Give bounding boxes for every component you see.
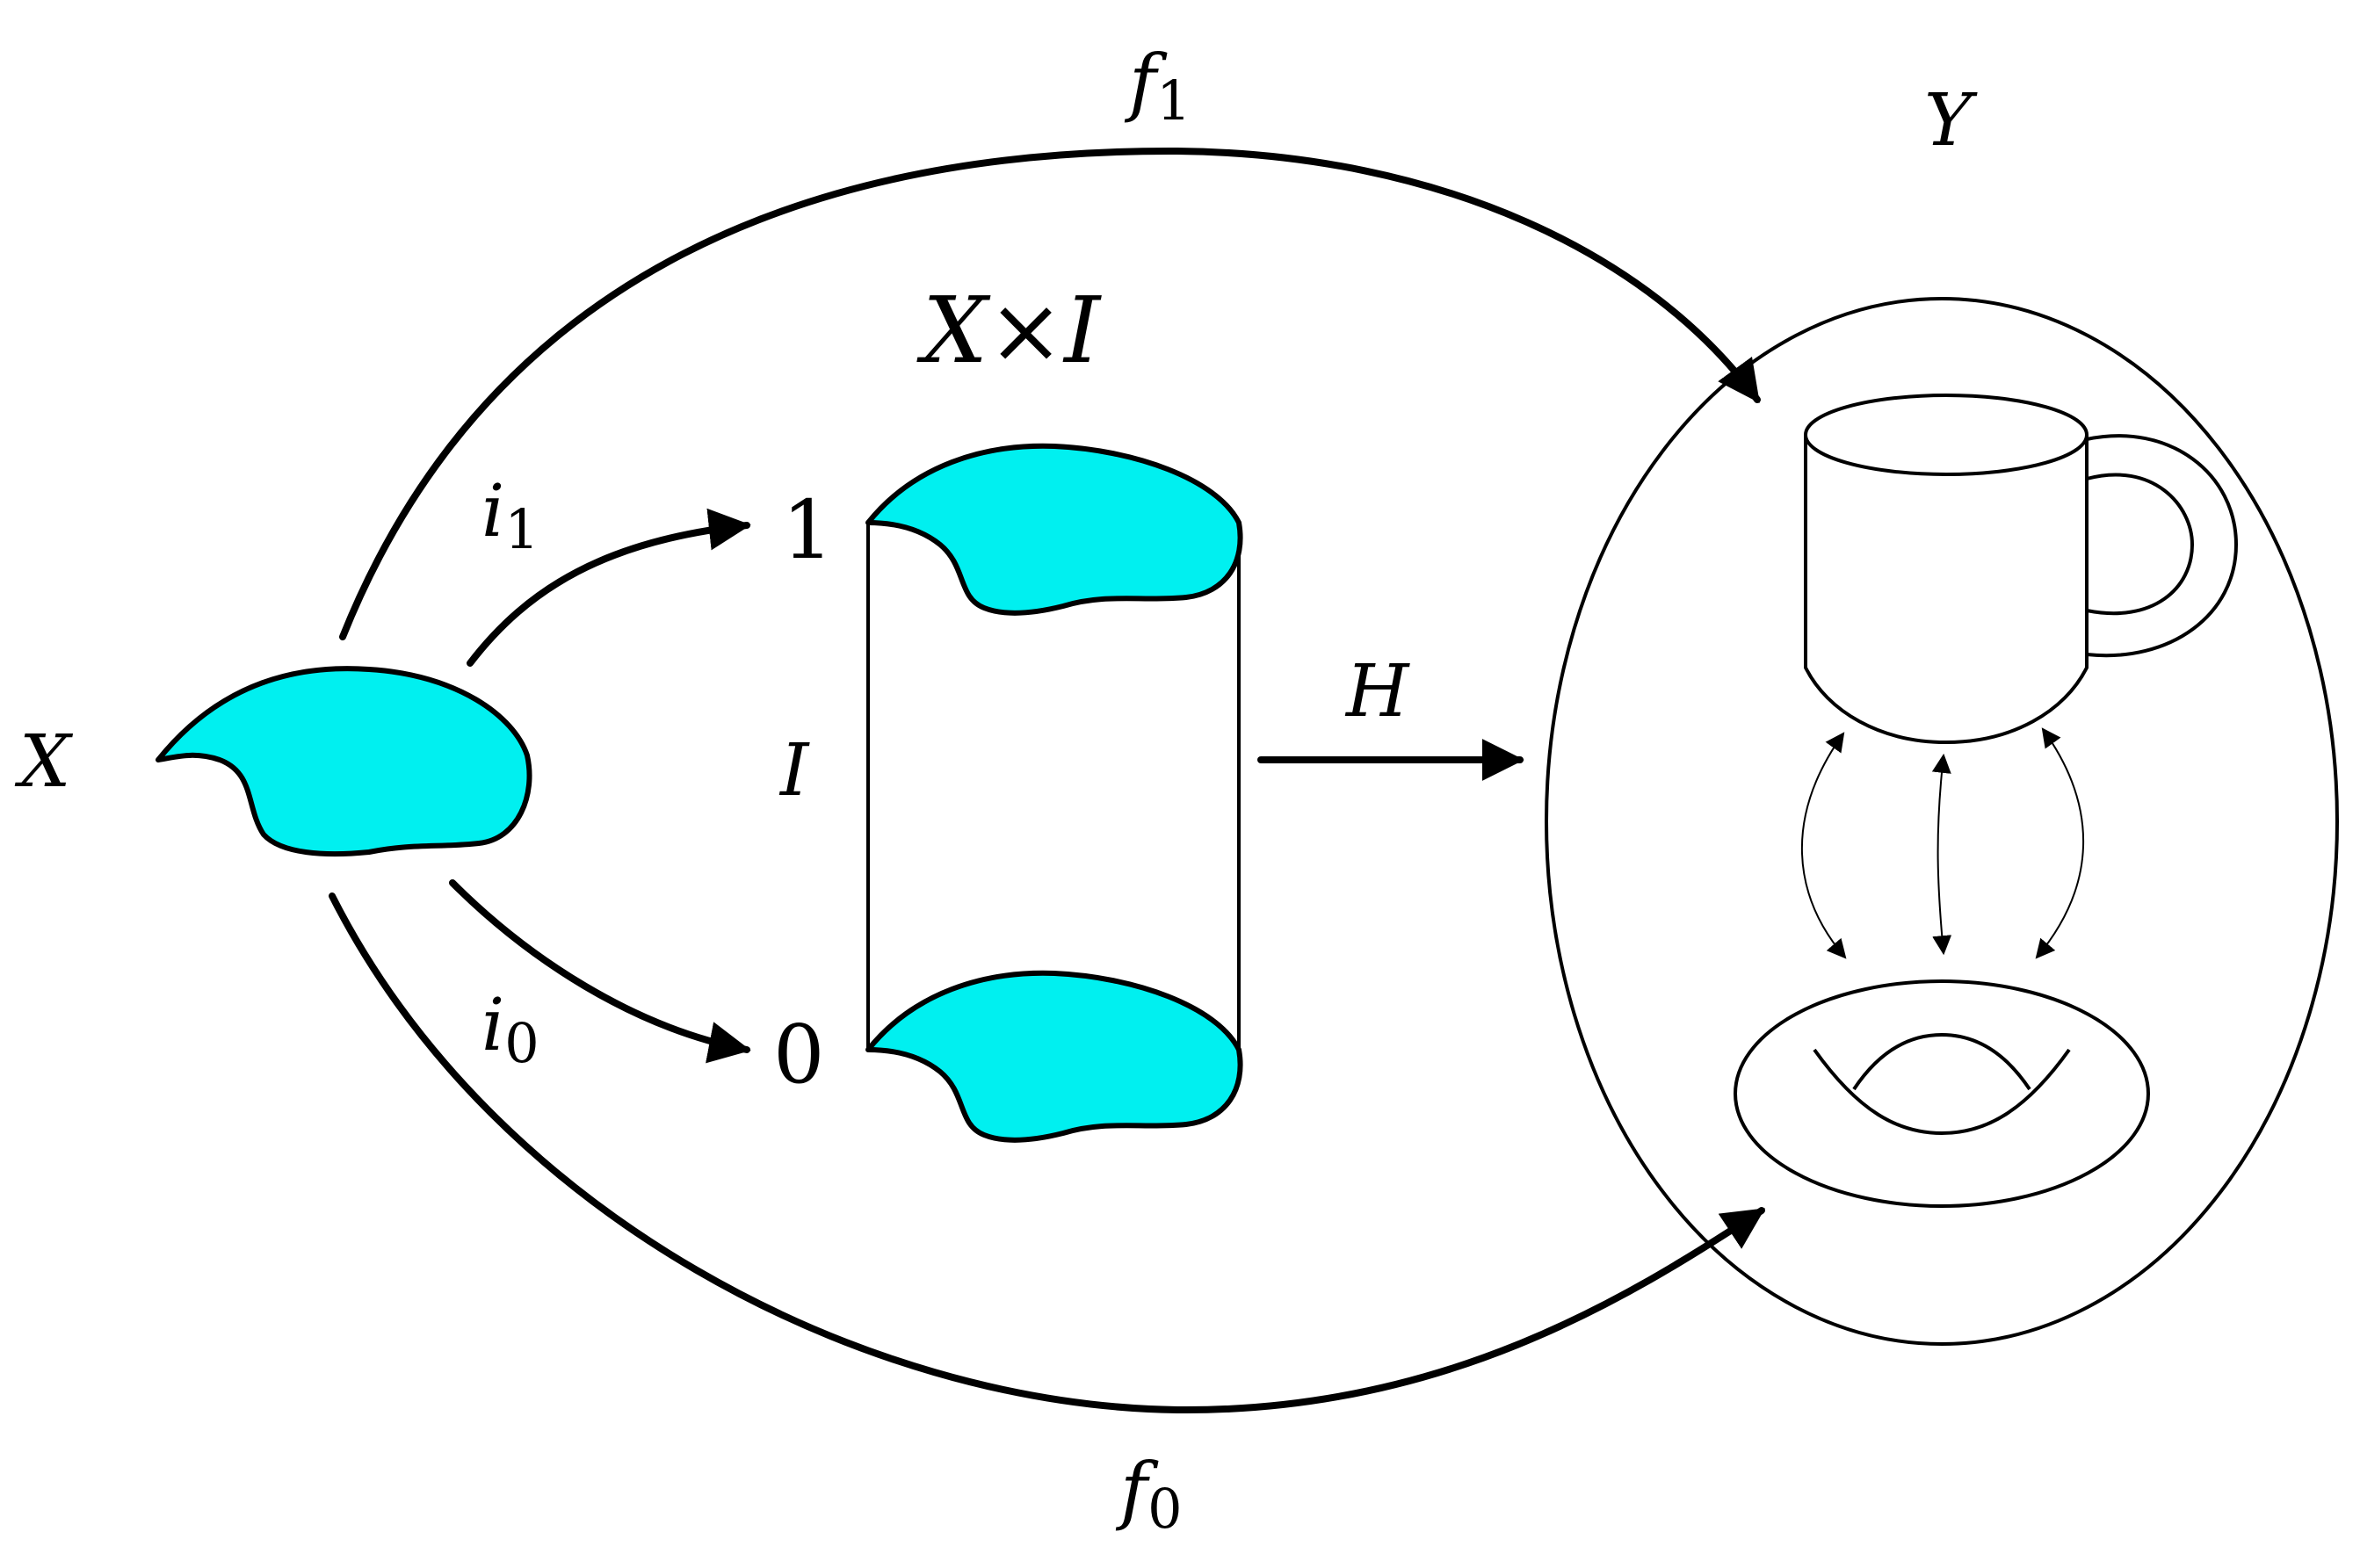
torus-icon xyxy=(1734,979,2150,1208)
f0-arrow xyxy=(329,892,1766,1414)
deform-arrow-right xyxy=(2035,727,2084,959)
label-H: H xyxy=(1344,650,1410,733)
label-i1: i1 xyxy=(481,470,539,561)
Y-space-ellipse xyxy=(1545,297,2339,1346)
i0-arrow xyxy=(449,879,751,1064)
i1-arrow xyxy=(467,508,751,667)
label-XxI: X×I xyxy=(916,277,1102,384)
label-I: I xyxy=(778,729,810,813)
label-f1: f1 xyxy=(1124,39,1191,133)
deform-arrow-left xyxy=(1801,732,1847,959)
cylinder-XxI xyxy=(865,443,1243,1143)
label-Y: Y xyxy=(1924,79,1978,163)
cylinder-bottom-blob xyxy=(865,970,1243,1143)
label-f0: f0 xyxy=(1115,1447,1183,1541)
X-space-blob xyxy=(156,666,532,857)
label-i0: i0 xyxy=(481,984,539,1075)
deform-arrow-center xyxy=(1931,753,1952,956)
cylinder-top-blob xyxy=(865,443,1243,616)
label-zero: 0 xyxy=(773,1008,825,1102)
label-one: 1 xyxy=(782,483,834,577)
coffee-cup-icon xyxy=(1804,394,2239,745)
label-X: X xyxy=(14,720,74,804)
f1-arrow xyxy=(339,147,1761,640)
